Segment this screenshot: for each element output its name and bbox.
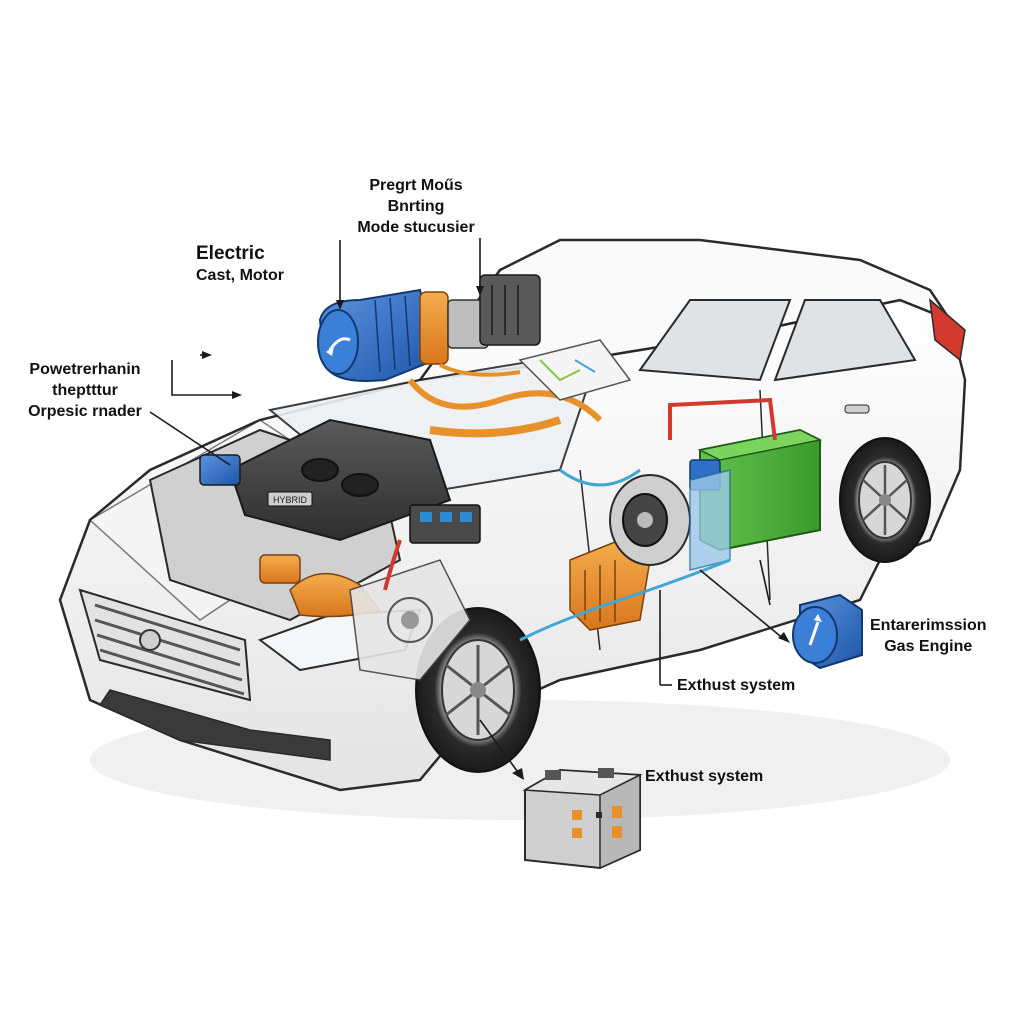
label-mode-structure-line1: Pregrt Moűs <box>369 177 463 194</box>
front-grille <box>94 603 245 696</box>
engine-cover-badge: HYBRID <box>273 495 308 505</box>
label-electric-motor-line1: Electric <box>196 243 265 264</box>
coolant-lines <box>519 468 731 642</box>
battery-icon <box>522 768 643 870</box>
leader-lines <box>149 238 790 780</box>
label-powertrain-line2: theptttur <box>52 381 118 399</box>
engine-assembly: HYBRID <box>148 418 481 681</box>
label-powertrain: Powetrerhanin theptttur Orpesic rnader <box>10 360 160 422</box>
front-wheel <box>415 607 541 773</box>
label-mode-structure-line2: Bnrting <box>387 197 445 215</box>
control-electronics <box>518 339 632 401</box>
label-powertrain-line3: Orpesic rnader <box>28 402 142 420</box>
label-exhaust-lower: Exthust system <box>645 768 764 785</box>
label-transmission-line2: Gas Engine <box>884 637 973 655</box>
label-powertrain-line1: Powetrerhanin <box>29 361 141 378</box>
label-electric-motor-line2: Cast, Motor <box>196 267 284 284</box>
label-mode-structure: Pregrt Moűs Bnrting Mode stucusier <box>346 176 486 238</box>
label-exhaust-upper: Exthust system <box>677 677 796 694</box>
rear-wheel <box>839 437 931 563</box>
blue-gauge-icon <box>792 593 863 670</box>
generator-unit <box>569 469 731 631</box>
label-transmission: Entarerimssion Gas Engine <box>870 616 986 658</box>
label-transmission-line1: Entarerimssion <box>870 617 987 634</box>
label-mode-structure-line3: Mode stucusier <box>357 218 475 236</box>
electric-motor <box>317 274 603 438</box>
